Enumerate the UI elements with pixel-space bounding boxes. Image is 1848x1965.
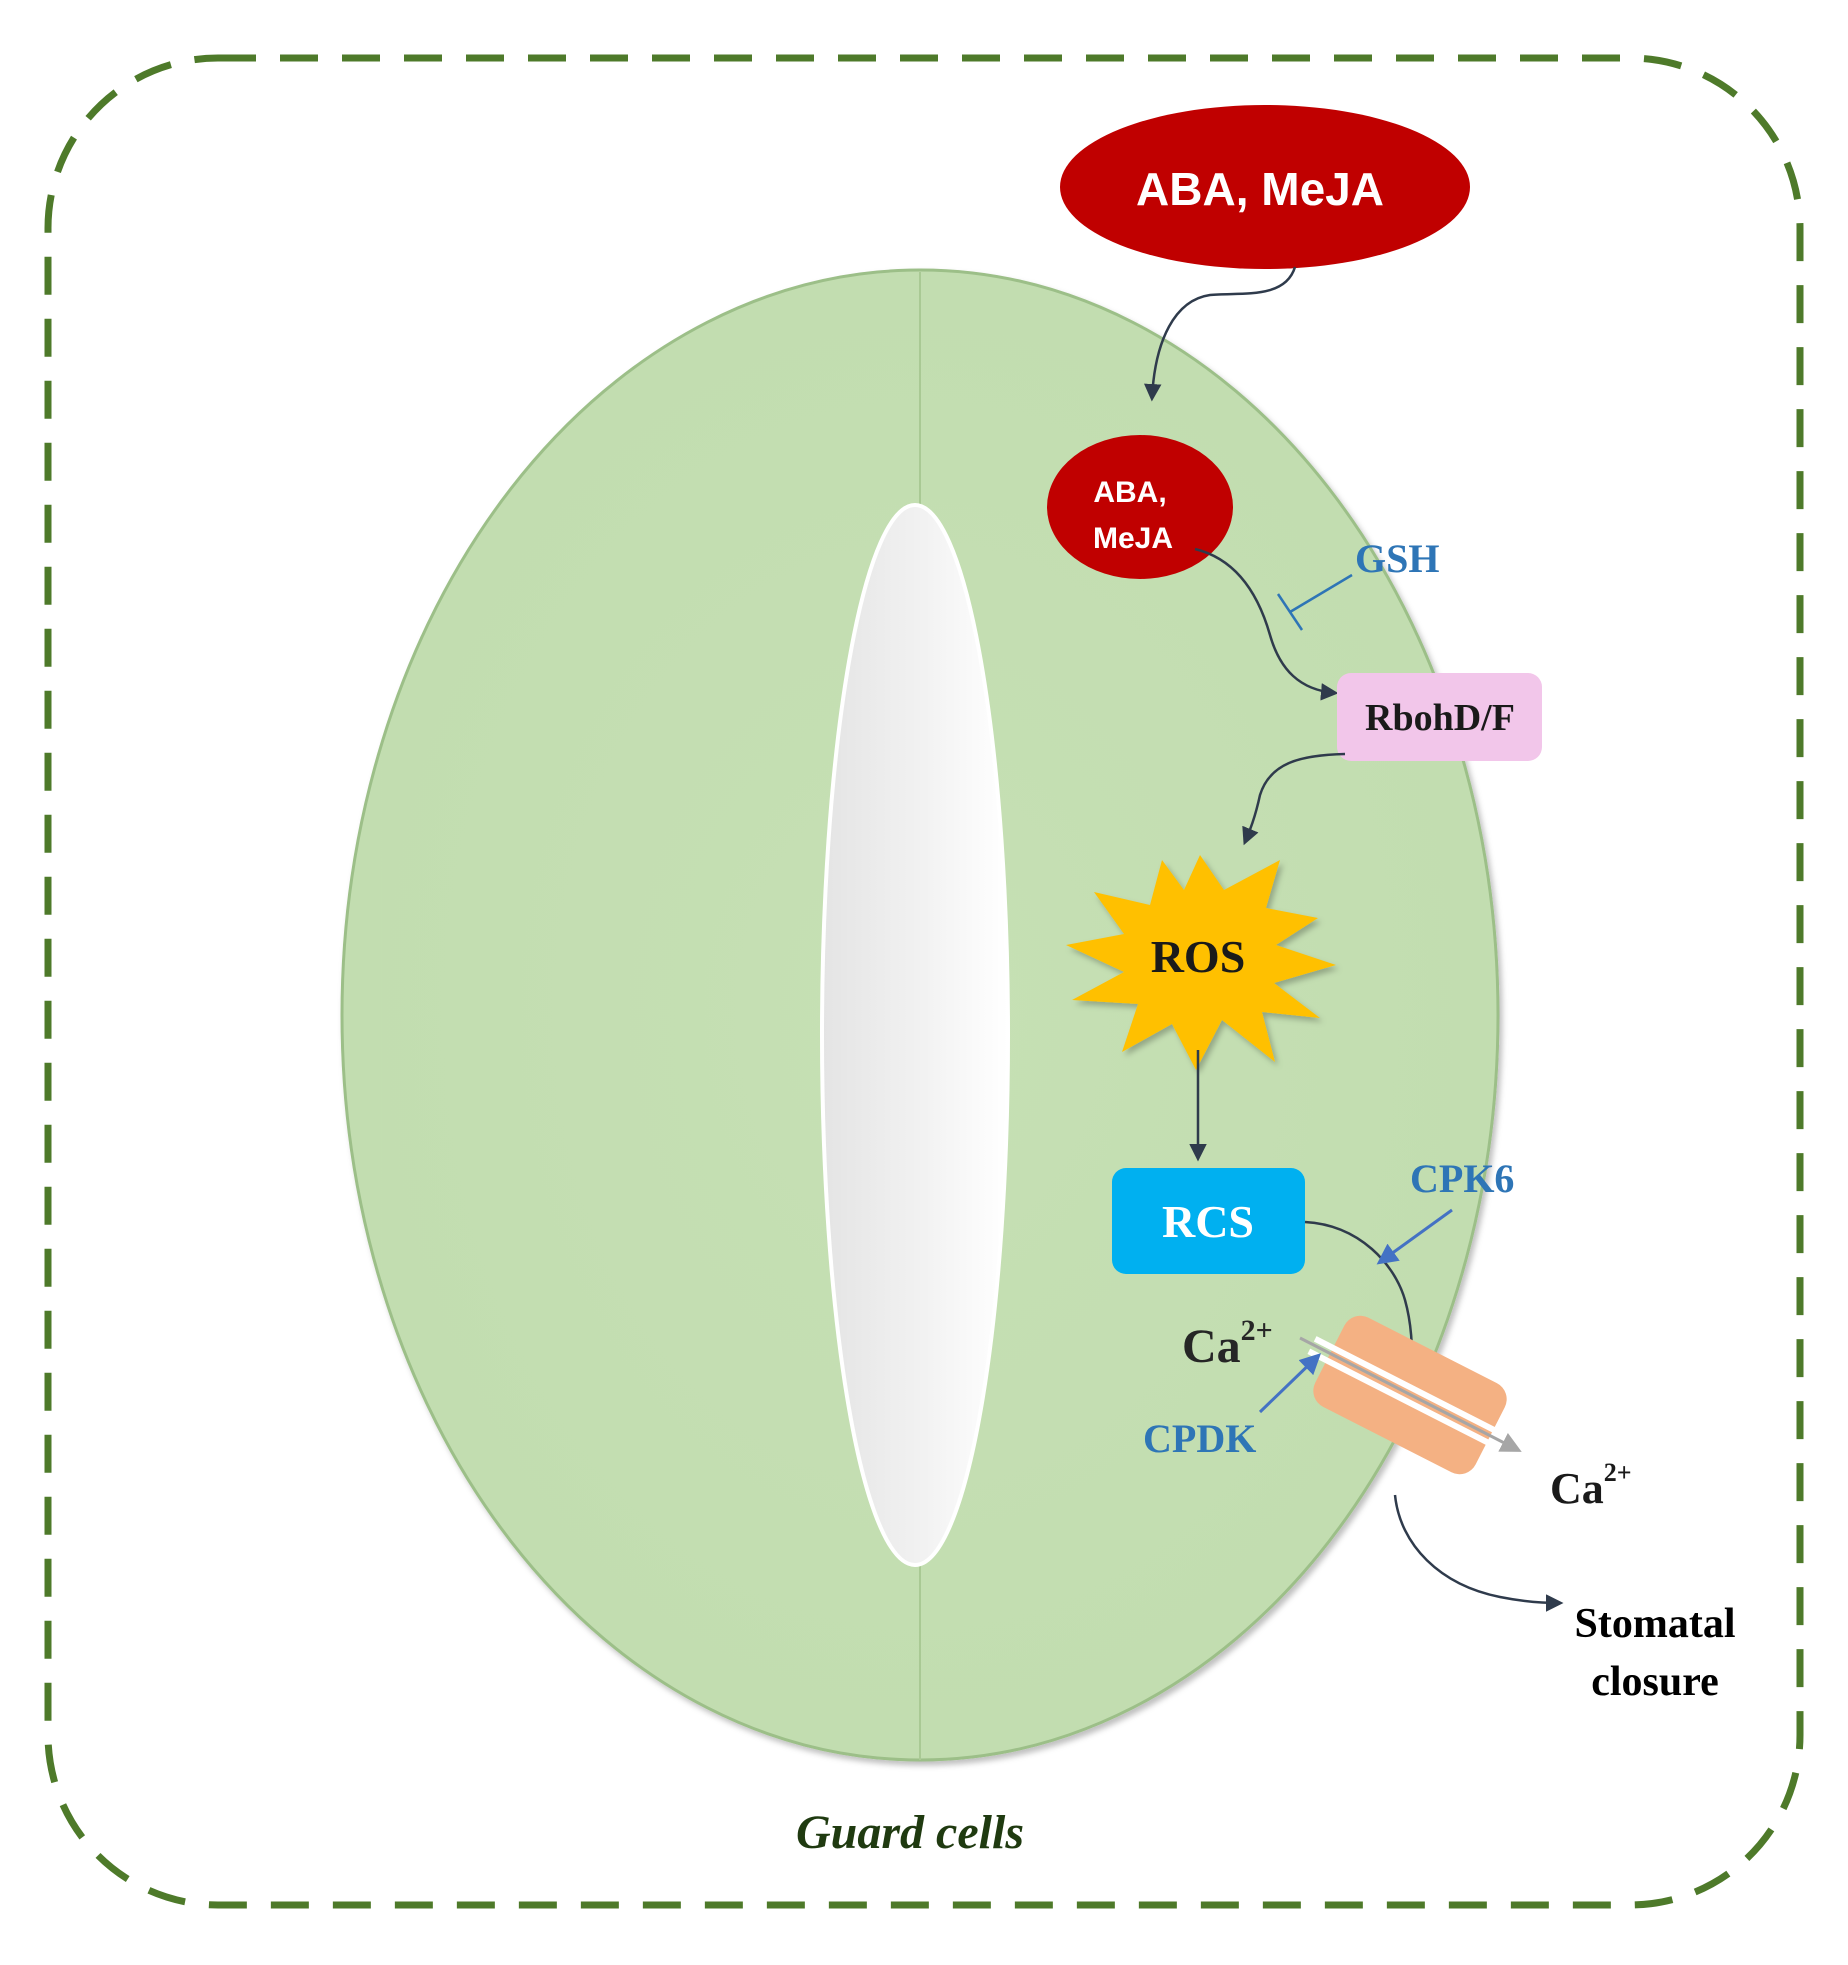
hormone-entry-arrow [1143, 266, 1297, 402]
channel-to-closure-arrow [1393, 1494, 1564, 1612]
intracellular-hormone-label-line1: ABA, [1093, 476, 1166, 509]
intracellular-hormone-label-line2: MeJA [1093, 522, 1173, 555]
calcium-inside-superscript: 2+ [1241, 1314, 1273, 1347]
hormone-to-rboh-arrow [1194, 547, 1339, 701]
stomatal-closure-line2: closure [1591, 1659, 1719, 1705]
rboh-box [1337, 673, 1542, 761]
rcs-label: RCS [1162, 1196, 1254, 1247]
cell-boundary-dashed-border [44, 54, 1804, 1909]
calcium-outside-superscript: 2+ [1604, 1458, 1632, 1487]
cpdk-label: CPDK [1143, 1416, 1256, 1461]
gsh-inhibition-bar [1276, 593, 1304, 631]
calcium-outside-label: Ca2+ [1550, 1458, 1632, 1513]
gsh-label: GSH [1355, 536, 1439, 581]
rcs-box [1112, 1168, 1305, 1274]
guard-cells-caption: Guard cells [796, 1806, 1024, 1859]
stomatal-pore [820, 503, 1010, 1567]
rboh-to-ros-arrow [1242, 752, 1346, 846]
cpk6-arrow [1376, 1208, 1453, 1265]
calcium-inside-label: Ca2+ [1182, 1314, 1273, 1373]
cpk6-label: CPK6 [1410, 1156, 1514, 1201]
calcium-outside-base: Ca [1550, 1464, 1604, 1513]
ros-starburst [1066, 855, 1336, 1070]
intracellular-hormone-ellipse [1047, 435, 1233, 579]
gsh-inhibition-line [1289, 573, 1353, 614]
calcium-flux-arrow [1299, 1336, 1522, 1452]
extracellular-hormone-ellipse [1060, 105, 1470, 269]
stomatal-closure-line1: Stomatal [1575, 1601, 1736, 1647]
extracellular-hormone-label: ABA, MeJA [1136, 163, 1384, 215]
rboh-label: RbohD/F [1365, 697, 1515, 739]
cpdk-arrow [1258, 1353, 1322, 1414]
ros-label: ROS [1151, 931, 1246, 982]
calcium-inside-base: Ca [1182, 1320, 1241, 1373]
